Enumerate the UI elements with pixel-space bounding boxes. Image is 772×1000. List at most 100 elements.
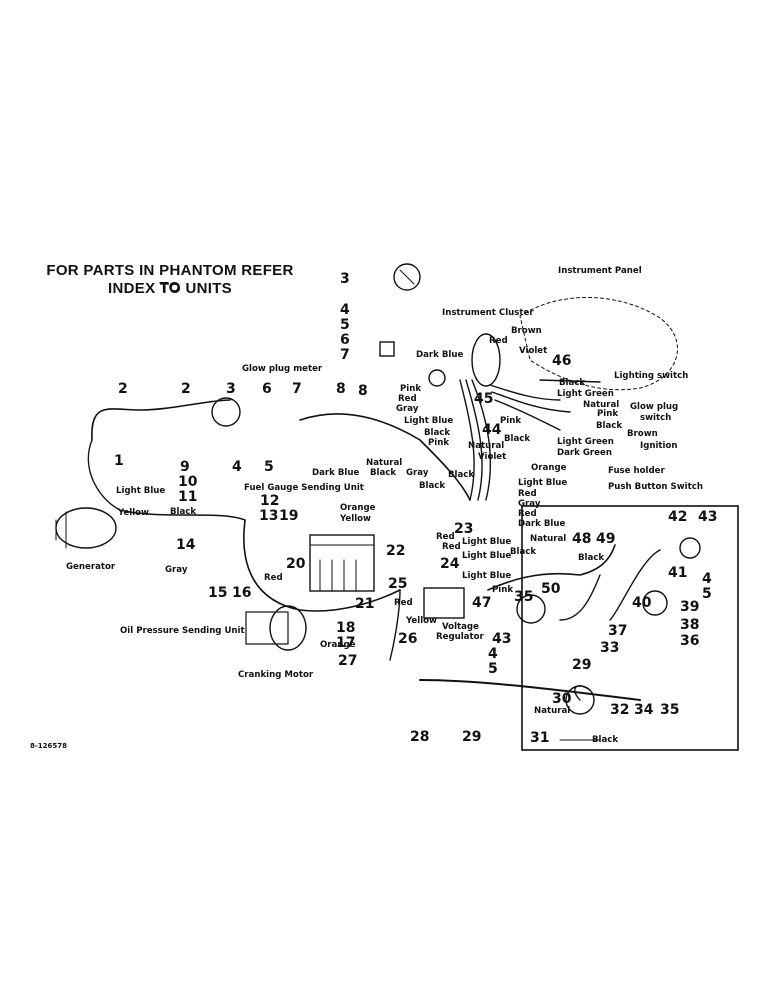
callout-43-inset: 43 bbox=[698, 509, 718, 525]
wire-gray-h: Gray bbox=[518, 499, 541, 509]
generator-body bbox=[55, 507, 117, 549]
wire-pink-left: Pink bbox=[400, 384, 422, 394]
label-fuel-gauge: Fuel Gauge Sending Unit bbox=[244, 483, 364, 493]
label-glow-plug-switch-2: switch bbox=[640, 413, 672, 423]
wire-orange-gen: Orange bbox=[320, 640, 356, 650]
wire-gray-gen: Gray bbox=[165, 565, 188, 575]
callout-19: 19 bbox=[279, 508, 299, 524]
callout-5-top: 5 bbox=[340, 317, 350, 333]
wire-orange-m: Orange bbox=[531, 463, 567, 473]
wire-yellow-gen: Yellow bbox=[118, 508, 149, 518]
callout-32: 32 bbox=[610, 702, 630, 718]
headlight-left bbox=[211, 397, 241, 427]
wire-light-blue-c2: Light Blue bbox=[462, 551, 512, 561]
label-oil-pressure: Oil Pressure Sending Unit bbox=[120, 626, 245, 636]
callout-29-inset: 29 bbox=[572, 657, 592, 673]
callout-3-top: 3 bbox=[340, 271, 350, 287]
callout-42: 42 bbox=[668, 509, 688, 525]
wire-natural-m: Natural bbox=[468, 441, 505, 451]
callout-46: 46 bbox=[552, 353, 572, 369]
callout-20: 20 bbox=[286, 556, 306, 572]
wire-natural-b: Natural bbox=[530, 534, 567, 544]
tail-lamp bbox=[516, 594, 546, 624]
wire-gray-left: Gray bbox=[396, 404, 419, 414]
callout-10: 10 bbox=[178, 474, 198, 490]
callout-35-main: 35 bbox=[514, 589, 534, 605]
callout-8-top: 8 bbox=[358, 383, 368, 399]
wire-black-gen: Black bbox=[170, 507, 197, 517]
wire-black-r2: Black bbox=[596, 421, 623, 431]
wire-yellow-c: Yellow bbox=[340, 514, 371, 524]
wire-dark-green-r: Dark Green bbox=[557, 448, 612, 458]
label-ignition: Ignition bbox=[640, 441, 678, 451]
wire-light-blue-c3: Light Blue bbox=[462, 571, 512, 581]
callout-25: 25 bbox=[388, 576, 408, 592]
wire-light-green-r2: Light Green bbox=[557, 437, 614, 447]
inset-frame bbox=[521, 505, 739, 751]
label-instrument-cluster: Instrument Cluster bbox=[442, 308, 534, 318]
callout-6-top: 6 bbox=[340, 332, 350, 348]
wire-black-r1: Black bbox=[559, 378, 586, 388]
callout-9: 9 bbox=[180, 459, 190, 475]
wire-light-blue-left: Light Blue bbox=[404, 416, 454, 426]
headlight-top bbox=[393, 263, 421, 291]
wire-brown-r: Brown bbox=[627, 429, 658, 439]
callout-12: 12 bbox=[260, 493, 280, 509]
callout-8b: 8 bbox=[336, 381, 346, 397]
callout-16: 16 bbox=[232, 585, 252, 601]
wire-black-inset: Black bbox=[592, 735, 619, 745]
label-push-button-switch: Push Button Switch bbox=[608, 482, 703, 492]
callout-6b: 6 bbox=[262, 381, 272, 397]
callout-1: 1 bbox=[114, 453, 124, 469]
wire-yellow-v: Yellow bbox=[406, 616, 437, 626]
lamp-socket-7 bbox=[379, 341, 395, 357]
wire-black-m: Black bbox=[504, 434, 531, 444]
label-lighting-switch: Lighting switch bbox=[614, 371, 689, 381]
wire-black-c3: Black bbox=[419, 481, 446, 491]
wire-pink-b: Pink bbox=[492, 585, 514, 595]
wire-red-gen: Red bbox=[264, 573, 283, 583]
wire-violet-m: Violet bbox=[478, 452, 507, 462]
wire-pink-m: Pink bbox=[500, 416, 522, 426]
phantom-note-line1: FOR PARTS IN PHANTOM REFER TO bbox=[46, 262, 294, 296]
callout-31: 31 bbox=[530, 730, 550, 746]
callout-35-inset: 35 bbox=[660, 702, 680, 718]
wire-red-v: Red bbox=[394, 598, 413, 608]
wire-dark-blue-h: Dark Blue bbox=[518, 519, 566, 529]
callout-33: 33 bbox=[600, 640, 620, 656]
plate-id: 8-126578 bbox=[30, 742, 67, 750]
callout-28: 28 bbox=[410, 729, 430, 745]
label-instrument-panel: Instrument Panel bbox=[558, 266, 642, 276]
callout-27: 27 bbox=[338, 653, 358, 669]
glow-plug-meter-gauge bbox=[428, 369, 446, 387]
wire-black-c: Black bbox=[370, 468, 397, 478]
wire-red-h: Red bbox=[518, 489, 537, 499]
callout-38: 38 bbox=[680, 617, 700, 633]
callout-39: 39 bbox=[680, 599, 700, 615]
wire-red-c: Red bbox=[436, 532, 455, 542]
wire-pink-left-2: Pink bbox=[428, 438, 450, 448]
callout-36: 36 bbox=[680, 633, 700, 649]
wire-red-left: Red bbox=[398, 394, 417, 404]
callout-41: 41 bbox=[668, 565, 688, 581]
instrument-panel-phantom bbox=[519, 297, 678, 391]
callout-2b: 2 bbox=[181, 381, 191, 397]
callout-48: 48 bbox=[572, 531, 592, 547]
cranking-motor bbox=[269, 605, 307, 651]
callout-17: 17 bbox=[336, 635, 356, 651]
callout-5b: 5 bbox=[264, 459, 274, 475]
callout-26: 26 bbox=[398, 631, 418, 647]
voltage-regulator bbox=[423, 587, 465, 619]
callout-5-main: 5 bbox=[488, 661, 498, 677]
callout-47: 47 bbox=[472, 595, 492, 611]
label-fuse-holder: Fuse holder bbox=[608, 466, 665, 476]
wire-light-blue-c: Light Blue bbox=[462, 537, 512, 547]
wire-natural-c: Natural bbox=[366, 458, 403, 468]
wire-orange-c: Orange bbox=[340, 503, 376, 513]
wire-black-b2: Black bbox=[578, 553, 605, 563]
wire-red-h2: Red bbox=[518, 509, 537, 519]
wire-dark-blue-c: Dark Blue bbox=[312, 468, 360, 478]
wire-natural-inset: Natural bbox=[534, 706, 571, 716]
